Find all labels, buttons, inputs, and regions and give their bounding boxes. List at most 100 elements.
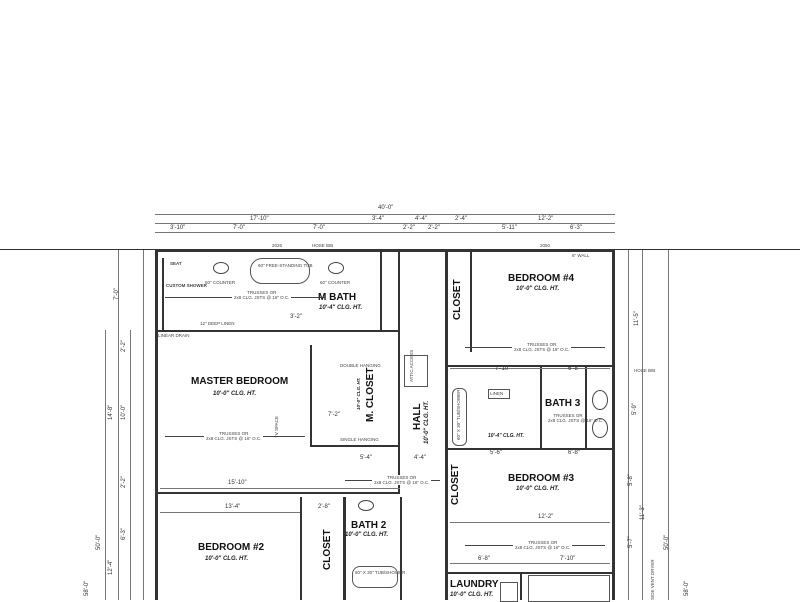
dim: 12'-2"	[538, 514, 554, 520]
dim: 5'-4"	[360, 455, 372, 461]
room-bath-3: BATH 3	[545, 398, 581, 409]
exterior-wall	[155, 249, 158, 600]
ceiling-height: 10'-4" CLG. HT.	[319, 305, 363, 311]
dim: 5'-11"	[502, 225, 517, 231]
room-bedroom-3: BEDROOM #3	[508, 473, 575, 484]
dim: 2'-2"	[403, 225, 415, 231]
dimension-line	[160, 488, 400, 489]
sink	[592, 390, 608, 410]
garage-fixture	[528, 575, 610, 602]
washer	[500, 582, 518, 602]
dimension-line	[642, 250, 643, 600]
ceiling-height: 10'-0" CLG. HT.	[345, 532, 389, 538]
dim: 5'-6"	[490, 450, 502, 456]
dimension-line	[450, 563, 610, 564]
dimension-line	[143, 250, 144, 600]
dimension-line	[155, 232, 615, 233]
dimension-line	[130, 330, 131, 600]
dim: 4'-4"	[415, 216, 427, 222]
tub-shower	[452, 388, 467, 446]
truss-text: TRUSSES OR	[528, 540, 558, 545]
wall-note: 6" WALL	[572, 253, 590, 258]
dim: 50'-0"	[664, 534, 670, 550]
dim: 4'-4"	[414, 455, 426, 461]
interior-wall	[310, 445, 400, 447]
linen-note: 12" DEEP LINEN	[200, 321, 235, 326]
sink	[358, 500, 374, 511]
dim: 17'-10"	[250, 216, 269, 222]
ceiling-height: 10'-0" CLG. HT.	[450, 592, 494, 598]
dim: 11'-5"	[634, 311, 640, 326]
dim: 6'-8"	[478, 556, 490, 562]
hanging-note: DOUBLE HANGING	[340, 363, 381, 368]
room-m-closet: M. CLOSET	[365, 367, 376, 422]
truss-text: TRUSSES OR	[219, 431, 249, 436]
sink	[213, 262, 229, 274]
dim: 6'-8"	[568, 366, 580, 372]
dim: 7'-10"	[560, 556, 576, 562]
interior-wall	[445, 365, 615, 367]
truss-text: TRUSSES OR	[527, 342, 557, 347]
dim-overall: 40'-0"	[378, 205, 394, 211]
room-closet: CLOSET	[450, 464, 461, 505]
interior-wall	[540, 367, 542, 448]
room-hall: HALL	[412, 403, 423, 430]
window-tag: 2026	[272, 243, 283, 248]
room-closet: CLOSET	[452, 279, 463, 320]
dim: 7'-2"	[328, 412, 340, 418]
dim: 7'-0"	[313, 225, 325, 231]
dim: 2'-4"	[455, 216, 467, 222]
ceiling-height: 10'-0" CLG. HT.	[205, 556, 249, 562]
dim: 3'-2"	[290, 314, 302, 320]
dim: 12'-2"	[538, 216, 554, 222]
hanging-note: SINGLE HANGING	[340, 437, 379, 442]
window-tag: 2050	[540, 243, 551, 248]
dim: 2'-2"	[121, 476, 127, 488]
dim: 12'-4"	[108, 559, 114, 575]
interior-wall	[445, 448, 615, 450]
dimension-line	[155, 214, 615, 215]
attic-access	[404, 355, 428, 387]
joist-text: 2x8 CLG. JSTS @ 16" O.C.	[515, 545, 571, 550]
dim: 11'-3"	[640, 505, 646, 520]
interior-wall	[470, 252, 472, 352]
sink	[592, 418, 608, 438]
dim: 2'-2"	[121, 340, 127, 352]
dim: 5'-7"	[628, 536, 634, 548]
dim: 2'-2"	[428, 225, 440, 231]
room-bedroom-2: BEDROOM #2	[198, 542, 265, 553]
room-master-bedroom: MASTER BEDROOM	[191, 376, 289, 387]
room-closet: CLOSET	[322, 529, 333, 570]
dim: 6'-8"	[568, 450, 580, 456]
interior-wall	[310, 345, 312, 445]
tub-shower-label: 60" X 30" TUB/SHOWER	[355, 570, 406, 575]
joist-text: 2x8 CLG. JSTS @ 16" O.C.	[548, 418, 604, 423]
joist-text: 2x8 CLG. JSTS @ 16" O.C.	[374, 480, 430, 485]
ceiling-height: 10'-4" CLG. HT.	[488, 433, 524, 439]
ceiling-height: 10'-0" CLG. HT.	[516, 286, 560, 292]
ceiling-height: 10'-0" CLG. HT.	[516, 486, 560, 492]
tub-shower-label: 60" X 30" TUB/SHOWER	[456, 389, 461, 440]
interior-wall	[300, 497, 302, 600]
counter-note: 60" COUNTER	[320, 280, 351, 285]
interior-wall	[343, 497, 346, 600]
site-line	[0, 249, 155, 250]
interior-wall	[155, 492, 400, 494]
interior-wall	[162, 258, 164, 330]
room-bath-2: BATH 2	[351, 520, 387, 531]
tub-shower	[352, 566, 398, 588]
dim: 7'-0"	[233, 225, 245, 231]
dim: 6'-3"	[121, 528, 127, 540]
interior-wall	[520, 572, 522, 600]
interior-wall	[585, 367, 587, 448]
hose-bib-note: HOSE BIB	[312, 243, 334, 248]
custom-shower-label: CUSTOM SHOWER	[166, 283, 207, 288]
counter-note: 60" COUNTER	[205, 280, 236, 285]
sink	[328, 262, 344, 274]
exterior-wall	[155, 249, 615, 252]
dim: 7'-0"	[114, 288, 120, 300]
room-m-bath: M BATH	[318, 292, 357, 303]
